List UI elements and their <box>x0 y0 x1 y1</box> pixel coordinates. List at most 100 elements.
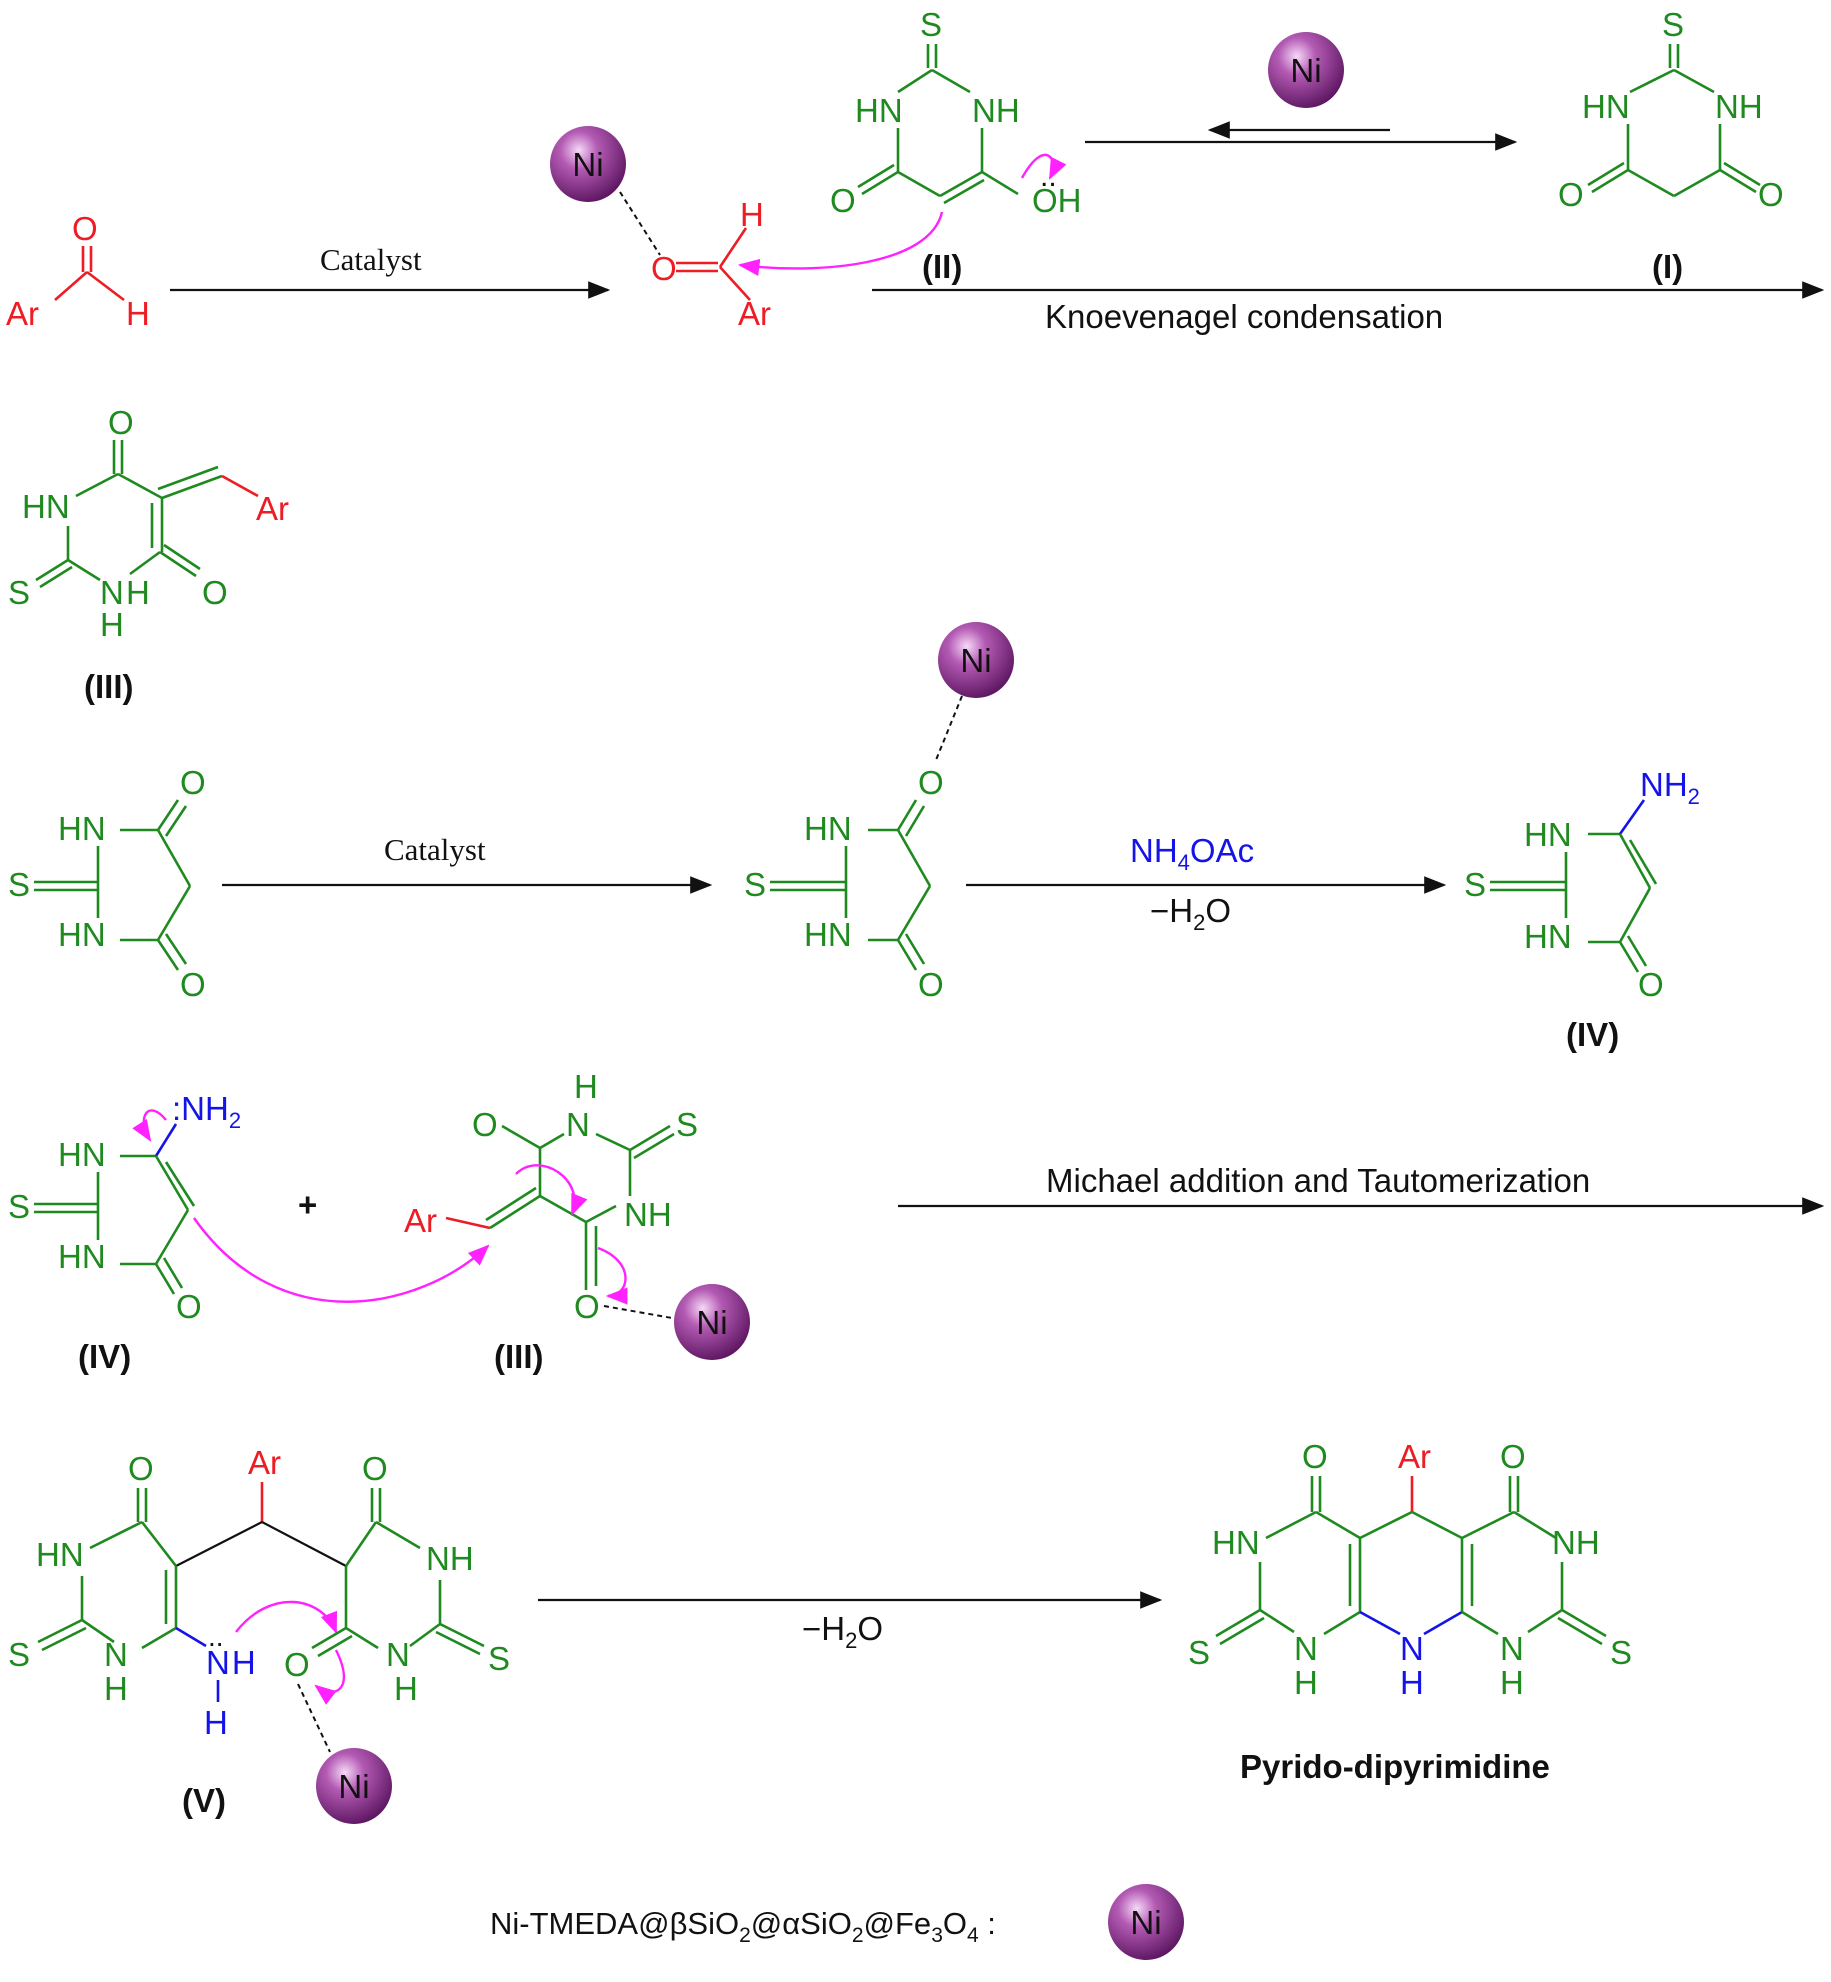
nickel-catalyst-sphere <box>1108 1884 1184 1960</box>
atom-label: S <box>744 866 766 903</box>
atom-label: O <box>1638 966 1664 1003</box>
atom-label: NH <box>624 1196 672 1233</box>
atom-label: HN <box>855 92 903 129</box>
atom-label: O <box>1302 1438 1328 1475</box>
atom-label: NH2 <box>1640 766 1700 809</box>
atom-label: HN <box>804 810 852 847</box>
atom-label: S <box>676 1106 698 1143</box>
compound-label-IV: (IV) <box>1566 1016 1619 1053</box>
atom-label: HN <box>58 916 106 953</box>
compound-label-I: (I) <box>1652 248 1683 285</box>
atom-label: Ar <box>248 1444 281 1481</box>
atom-label: S <box>8 574 30 611</box>
atom-label: N <box>1294 1630 1318 1667</box>
reaction-label: Michael addition and Tautomerization <box>1046 1162 1590 1199</box>
thiobarbituric-acid-structure: O HN HN S O <box>8 764 206 1003</box>
catalyst-formula: Ni-TMEDA@βSiO2@αSiO2@Fe3O4 : <box>490 1906 996 1947</box>
atom-label: O <box>72 210 98 247</box>
compound-IV-structure: NH2 HN HN S O (IV) <box>1464 766 1700 1053</box>
compound-I-structure: S HN NH O O (I) <box>1558 6 1784 285</box>
reagent-label: Catalyst <box>320 242 422 277</box>
lone-pair-dots: .. <box>208 1621 224 1652</box>
atom-label: O <box>108 404 134 441</box>
atom-label: H <box>204 1704 228 1741</box>
nickel-catalyst-sphere <box>674 1284 750 1360</box>
atom-label: S <box>1610 1634 1632 1671</box>
compound-IV-reactant-structure: :NH2 HN HN S O (IV) <box>8 1090 241 1375</box>
activated-thiobarbituric-structure: Ni O HN HN S O <box>744 622 1014 1003</box>
nickel-catalyst-sphere <box>550 126 626 202</box>
atom-label: O <box>574 1288 600 1325</box>
atom-label: H <box>104 1670 128 1707</box>
atom-label: HN <box>1524 816 1572 853</box>
atom-label: O <box>128 1450 154 1487</box>
atom-label: O <box>362 1450 388 1487</box>
atom-label: O <box>202 574 228 611</box>
atom-label: O <box>651 250 677 287</box>
atom-label: S <box>8 1188 30 1225</box>
atom-label: O <box>1758 176 1784 213</box>
activated-aldehyde-structure: Ni O H Ar <box>550 126 771 332</box>
compound-V-structure: Ar O HN S N H NH .. H O NH <box>8 1444 510 1824</box>
atom-label: H <box>1294 1664 1318 1701</box>
product-name: Pyrido-dipyrimidine <box>1240 1748 1550 1785</box>
condition-label: −H2O <box>1150 892 1231 935</box>
nickel-catalyst-sphere <box>316 1748 392 1824</box>
catalyst-label: Ni <box>696 1304 727 1341</box>
atom-label: S <box>1188 1634 1210 1671</box>
atom-label: O <box>180 966 206 1003</box>
atom-label: O <box>284 1646 310 1683</box>
compound-label-IV: (IV) <box>78 1338 131 1375</box>
atom-label: S <box>488 1640 510 1677</box>
atom-label: HN <box>58 1238 106 1275</box>
atom-label: N <box>100 574 124 611</box>
nickel-catalyst-sphere <box>1268 32 1344 108</box>
compound-label-V: (V) <box>182 1782 226 1819</box>
atom-label: O <box>472 1106 498 1143</box>
atom-label: O <box>176 1288 202 1325</box>
atom-label: :NH2 <box>172 1090 241 1133</box>
atom-label: NH <box>1715 88 1763 125</box>
atom-label: O <box>918 764 944 801</box>
atom-label: S <box>8 1636 30 1673</box>
atom-label: O <box>830 182 856 219</box>
atom-label: O <box>918 966 944 1003</box>
compound-label-III: (III) <box>494 1338 544 1375</box>
atom-label: H <box>126 574 150 611</box>
atom-label: HN <box>804 916 852 953</box>
compound-III-structure: O HN S N H H O Ar (III) <box>8 404 289 705</box>
compound-III-reactant-structure: H N S O NH O Ar Ni (III) <box>404 1068 750 1375</box>
catalyst-legend: Ni-TMEDA@βSiO2@αSiO2@Fe3O4 : Ni <box>490 1884 1184 1960</box>
atom-label: O <box>1558 176 1584 213</box>
atom-label: H <box>100 606 124 643</box>
atom-label: HN <box>36 1536 84 1573</box>
catalyst-label: Ni <box>572 146 603 183</box>
atom-label: N <box>104 1636 128 1673</box>
atom-label: NH <box>1552 1524 1600 1561</box>
atom-label: H <box>394 1670 418 1707</box>
nucleophilic-attack-arrow <box>737 211 944 276</box>
atom-label: O <box>180 764 206 801</box>
catalyst-label: Ni <box>1130 1904 1161 1941</box>
catalyst-label: Ni <box>960 642 991 679</box>
aldehyde-structure: Ar O H <box>6 210 150 332</box>
reagent-label: NH4OAc <box>1130 832 1254 875</box>
atom-label: H <box>126 295 150 332</box>
atom-label: N <box>386 1636 410 1673</box>
atom-label: Ar <box>738 295 771 332</box>
catalyst-label: Ni <box>338 1768 369 1805</box>
atom-label: H <box>574 1068 598 1105</box>
plus-sign: + <box>298 1186 317 1223</box>
compound-label-II: (II) <box>922 248 962 285</box>
reagent-label: Catalyst <box>384 832 486 867</box>
atom-label: NH <box>972 92 1020 129</box>
compound-II-structure: S HN NH O OH .. (II) <box>830 6 1082 285</box>
compound-label-III: (III) <box>84 668 134 705</box>
pyrido-dipyrimidine-structure: O O Ar HN S N H N H NH <box>1188 1438 1632 1785</box>
atom-label: O <box>1500 1438 1526 1475</box>
catalyst-label: Ni <box>1290 52 1321 89</box>
michael-attack-arrow <box>193 1217 490 1303</box>
atom-label: HN <box>58 810 106 847</box>
atom-label: HN <box>58 1136 106 1173</box>
condition-label: −H2O <box>802 1610 883 1653</box>
